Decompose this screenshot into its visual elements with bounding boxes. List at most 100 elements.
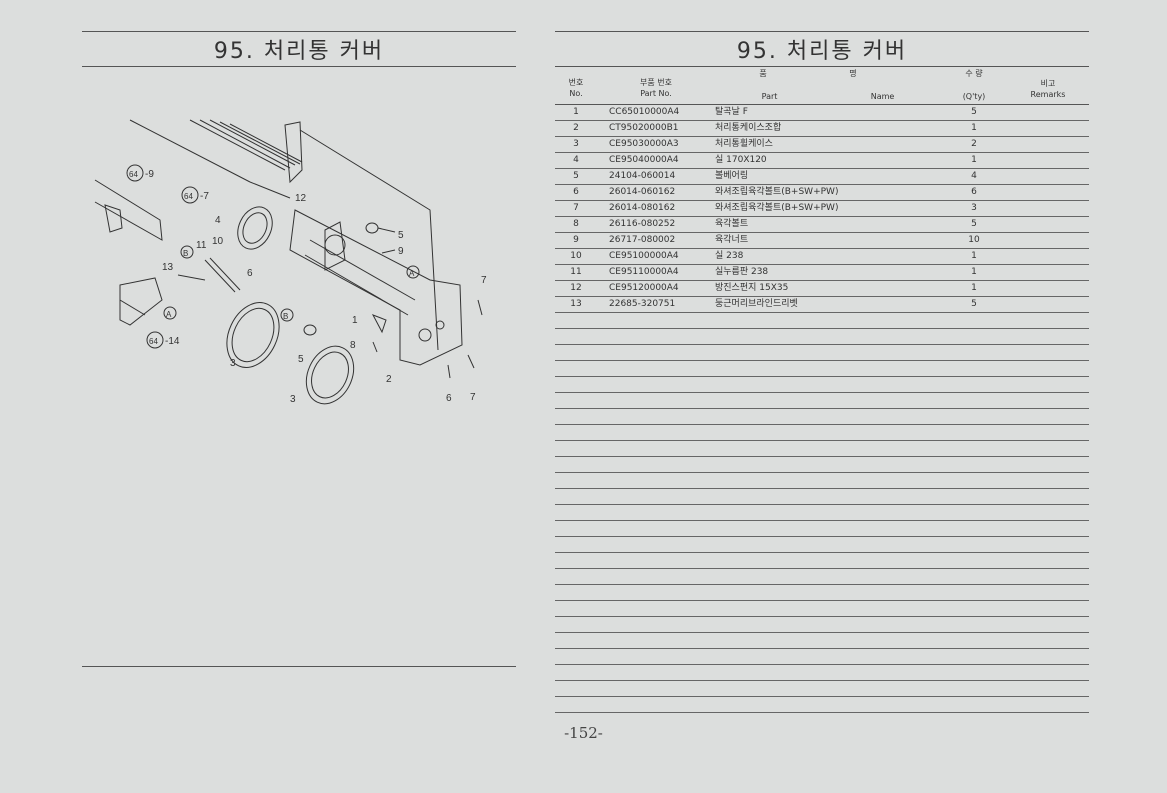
cell-qty: 5 <box>941 296 1007 313</box>
cell-qty: 1 <box>941 248 1007 265</box>
cell-part-name <box>715 648 941 665</box>
cell-part-name <box>715 392 941 409</box>
label-5a: 5 <box>398 230 404 241</box>
ref-b-2: B <box>283 312 288 321</box>
label-1: 1 <box>352 315 358 326</box>
cell-part-name: 와셔조립육각볼트(B+SW+PW) <box>715 200 941 217</box>
parts-table: 번호 No. 부품 번호 Part No. 품 명 Part <box>555 66 1089 713</box>
cell-remarks <box>1007 264 1089 281</box>
cell-part-no <box>597 472 715 489</box>
cell-part-name: 육각볼트 <box>715 216 941 233</box>
label-3b: 3 <box>290 394 296 405</box>
cell-part-no: CC65010000A4 <box>597 104 715 121</box>
cell-remarks <box>1007 280 1089 297</box>
strip-parts <box>177 257 241 293</box>
table-row <box>555 344 1089 361</box>
cell-qty <box>941 376 1007 393</box>
cell-no: 8 <box>555 216 597 233</box>
cell-remarks <box>1007 696 1089 713</box>
cell-part-name: 둥근머리브라인드리벳 <box>715 296 941 313</box>
cell-remarks <box>1007 552 1089 569</box>
table-row <box>555 664 1089 681</box>
label-6b: 6 <box>446 393 452 404</box>
table-row <box>555 456 1089 473</box>
cell-remarks <box>1007 648 1089 665</box>
cell-qty: 1 <box>941 280 1007 297</box>
ref-b-1: B <box>183 249 188 258</box>
cell-remarks <box>1007 200 1089 217</box>
cell-part-no <box>597 312 715 329</box>
cell-part-no <box>597 424 715 441</box>
cell-no <box>555 552 597 569</box>
cell-part-no <box>597 456 715 473</box>
label-9: 9 <box>398 246 404 257</box>
cell-no <box>555 456 597 473</box>
cell-remarks <box>1007 232 1089 249</box>
cell-part-name: 와셔조립육각볼트(B+SW+PW) <box>715 184 941 201</box>
cell-no <box>555 520 597 537</box>
cell-part-no: 26116-080252 <box>597 216 715 233</box>
cell-qty <box>941 328 1007 345</box>
cell-part-no <box>597 408 715 425</box>
cell-part-name <box>715 344 941 361</box>
table-row <box>555 488 1089 505</box>
cell-no <box>555 632 597 649</box>
cell-part-name <box>715 440 941 457</box>
table-row <box>555 392 1089 409</box>
label-7b: 7 <box>470 392 476 403</box>
cell-no <box>555 408 597 425</box>
cell-no <box>555 504 597 521</box>
cell-no: 6 <box>555 184 597 201</box>
cell-no <box>555 648 597 665</box>
cell-no <box>555 664 597 681</box>
cell-part-name: 탈곡날 F <box>715 104 941 121</box>
table-row <box>555 504 1089 521</box>
table-row <box>555 648 1089 665</box>
cell-remarks <box>1007 600 1089 617</box>
cell-part-no: 26014-060162 <box>597 184 715 201</box>
cell-remarks <box>1007 168 1089 185</box>
cell-part-no <box>597 328 715 345</box>
cell-part-name <box>715 424 941 441</box>
label-4: 4 <box>215 215 221 226</box>
table-row <box>555 552 1089 569</box>
table-row <box>555 376 1089 393</box>
cell-part-no <box>597 376 715 393</box>
cell-part-no: CE95120000A4 <box>597 280 715 297</box>
cell-no: 3 <box>555 136 597 153</box>
cell-qty: 3 <box>941 200 1007 217</box>
cell-part-name <box>715 536 941 553</box>
callout-64-text-b: 64 <box>184 192 193 201</box>
cell-qty <box>941 664 1007 681</box>
cell-qty <box>941 456 1007 473</box>
cell-qty <box>941 408 1007 425</box>
label-6a: 6 <box>247 268 253 279</box>
cell-part-name <box>715 632 941 649</box>
cell-part-name <box>715 568 941 585</box>
ref-a-1: A <box>166 310 172 319</box>
cell-qty: 5 <box>941 216 1007 233</box>
callout-64-14: -14 <box>165 336 180 347</box>
cell-remarks <box>1007 488 1089 505</box>
cell-part-no: 22685-320751 <box>597 296 715 313</box>
cell-no <box>555 392 597 409</box>
label-13: 13 <box>162 262 174 273</box>
cell-qty <box>941 552 1007 569</box>
cell-part-no <box>597 392 715 409</box>
cell-qty <box>941 696 1007 713</box>
cell-no <box>555 440 597 457</box>
cell-part-name: 실 238 <box>715 248 941 265</box>
cell-part-name <box>715 360 941 377</box>
cell-part-no <box>597 600 715 617</box>
label-10: 10 <box>212 236 224 247</box>
label-8: 8 <box>350 340 356 351</box>
cell-qty <box>941 392 1007 409</box>
bracket-part-12 <box>284 121 439 351</box>
cell-remarks <box>1007 616 1089 633</box>
callouts <box>126 164 420 349</box>
cell-part-name: 처리통케이스조합 <box>715 120 941 137</box>
